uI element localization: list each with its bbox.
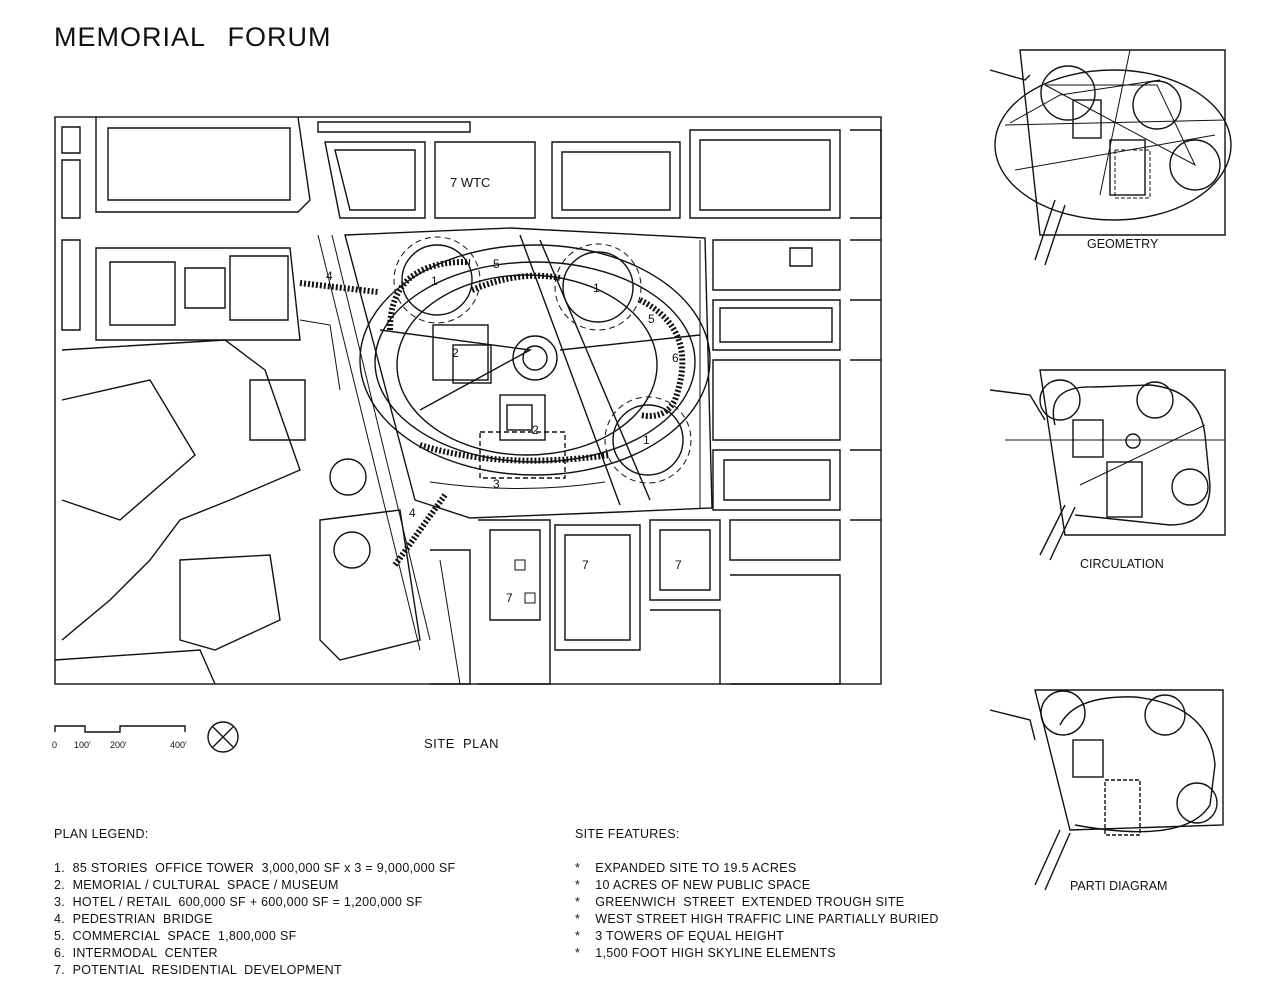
page-title: MEMORIAL FORUM (54, 22, 332, 52)
scale-bar: 0 100' 200' 400' (52, 725, 187, 750)
feature-item: * WEST STREET HIGH TRAFFIC LINE PARTIALL… (575, 912, 939, 926)
feature-item: * 3 TOWERS OF EQUAL HEIGHT (575, 929, 785, 943)
geometry-label: GEOMETRY (1087, 237, 1159, 251)
parti-label: PARTI DIAGRAM (1070, 879, 1167, 893)
legend-item: 1. 85 STORIES OFFICE TOWER 3,000,000 SF … (54, 861, 456, 875)
legend-item: 7. POTENTIAL RESIDENTIAL DEVELOPMENT (54, 963, 342, 977)
scale-tick-400: 400' (170, 740, 187, 750)
legend-item: 2. MEMORIAL / CULTURAL SPACE / MUSEUM (54, 878, 339, 892)
legend-item: 5. COMMERCIAL SPACE 1,800,000 SF (54, 929, 297, 943)
label-memorial-2a: 2 (452, 346, 459, 360)
label-tower-1a: 1 (431, 274, 438, 288)
label-bridge-4a: 4 (326, 269, 333, 283)
north-arrow-icon (207, 721, 239, 753)
circulation-diagram: CIRCULATION (989, 369, 1226, 571)
legend-item: 4. PEDESTRIAN BRIDGE (54, 912, 213, 926)
feature-item: * 1,500 FOOT HIGH SKYLINE ELEMENTS (575, 946, 836, 960)
label-intermodal-6: 6 (672, 351, 679, 365)
streets (317, 234, 701, 685)
scale-tick-200: 200' (110, 740, 127, 750)
city-blocks (54, 116, 882, 685)
plan-legend-heading: PLAN LEGEND: (54, 827, 149, 841)
site-plan-frame (54, 116, 882, 685)
feature-item: * GREENWICH STREET EXTENDED TROUGH SITE (575, 895, 905, 909)
parti-diagram: PARTI DIAGRAM (989, 689, 1224, 893)
site-features-heading: SITE FEATURES: (575, 827, 680, 841)
label-7wtc: 7 WTC (450, 175, 490, 190)
circulation-ring (299, 258, 686, 567)
label-residential-7a: 7 (506, 591, 513, 605)
feature-item: * EXPANDED SITE TO 19.5 ACRES (575, 861, 797, 875)
label-memorial-2b: 2 (532, 423, 539, 437)
label-tower-1c: 1 (643, 433, 650, 447)
legend-item: 3. HOTEL / RETAIL 600,000 SF + 600,000 S… (54, 895, 423, 909)
plan-legend: PLAN LEGEND: 1. 85 STORIES OFFICE TOWER … (54, 826, 455, 979)
label-commercial-5a: 5 (493, 257, 500, 271)
label-commercial-5b: 5 (648, 312, 655, 326)
label-residential-7c: 7 (675, 558, 682, 572)
label-hotel-3: 3 (493, 477, 500, 491)
site-plan-drawing: 7 WTC 1 1 1 2 2 3 4 4 5 5 6 7 7 7 (54, 116, 882, 685)
site-features: SITE FEATURES: * EXPANDED SITE TO 19.5 A… (575, 826, 939, 962)
central-site (344, 227, 713, 519)
label-residential-7b: 7 (582, 558, 589, 572)
office-towers (329, 236, 692, 569)
label-tower-1b: 1 (593, 281, 600, 295)
legend-item: 6. INTERMODAL CENTER (54, 946, 218, 960)
scale-tick-0: 0 (52, 740, 57, 750)
scale-tick-100: 100' (74, 740, 91, 750)
label-bridge-4b: 4 (409, 506, 416, 520)
site-plan-caption: SITE PLAN (424, 736, 499, 751)
circulation-label: CIRCULATION (1080, 557, 1164, 571)
geometry-diagram: GEOMETRY (989, 49, 1232, 266)
feature-item: * 10 ACRES OF NEW PUBLIC SPACE (575, 878, 811, 892)
